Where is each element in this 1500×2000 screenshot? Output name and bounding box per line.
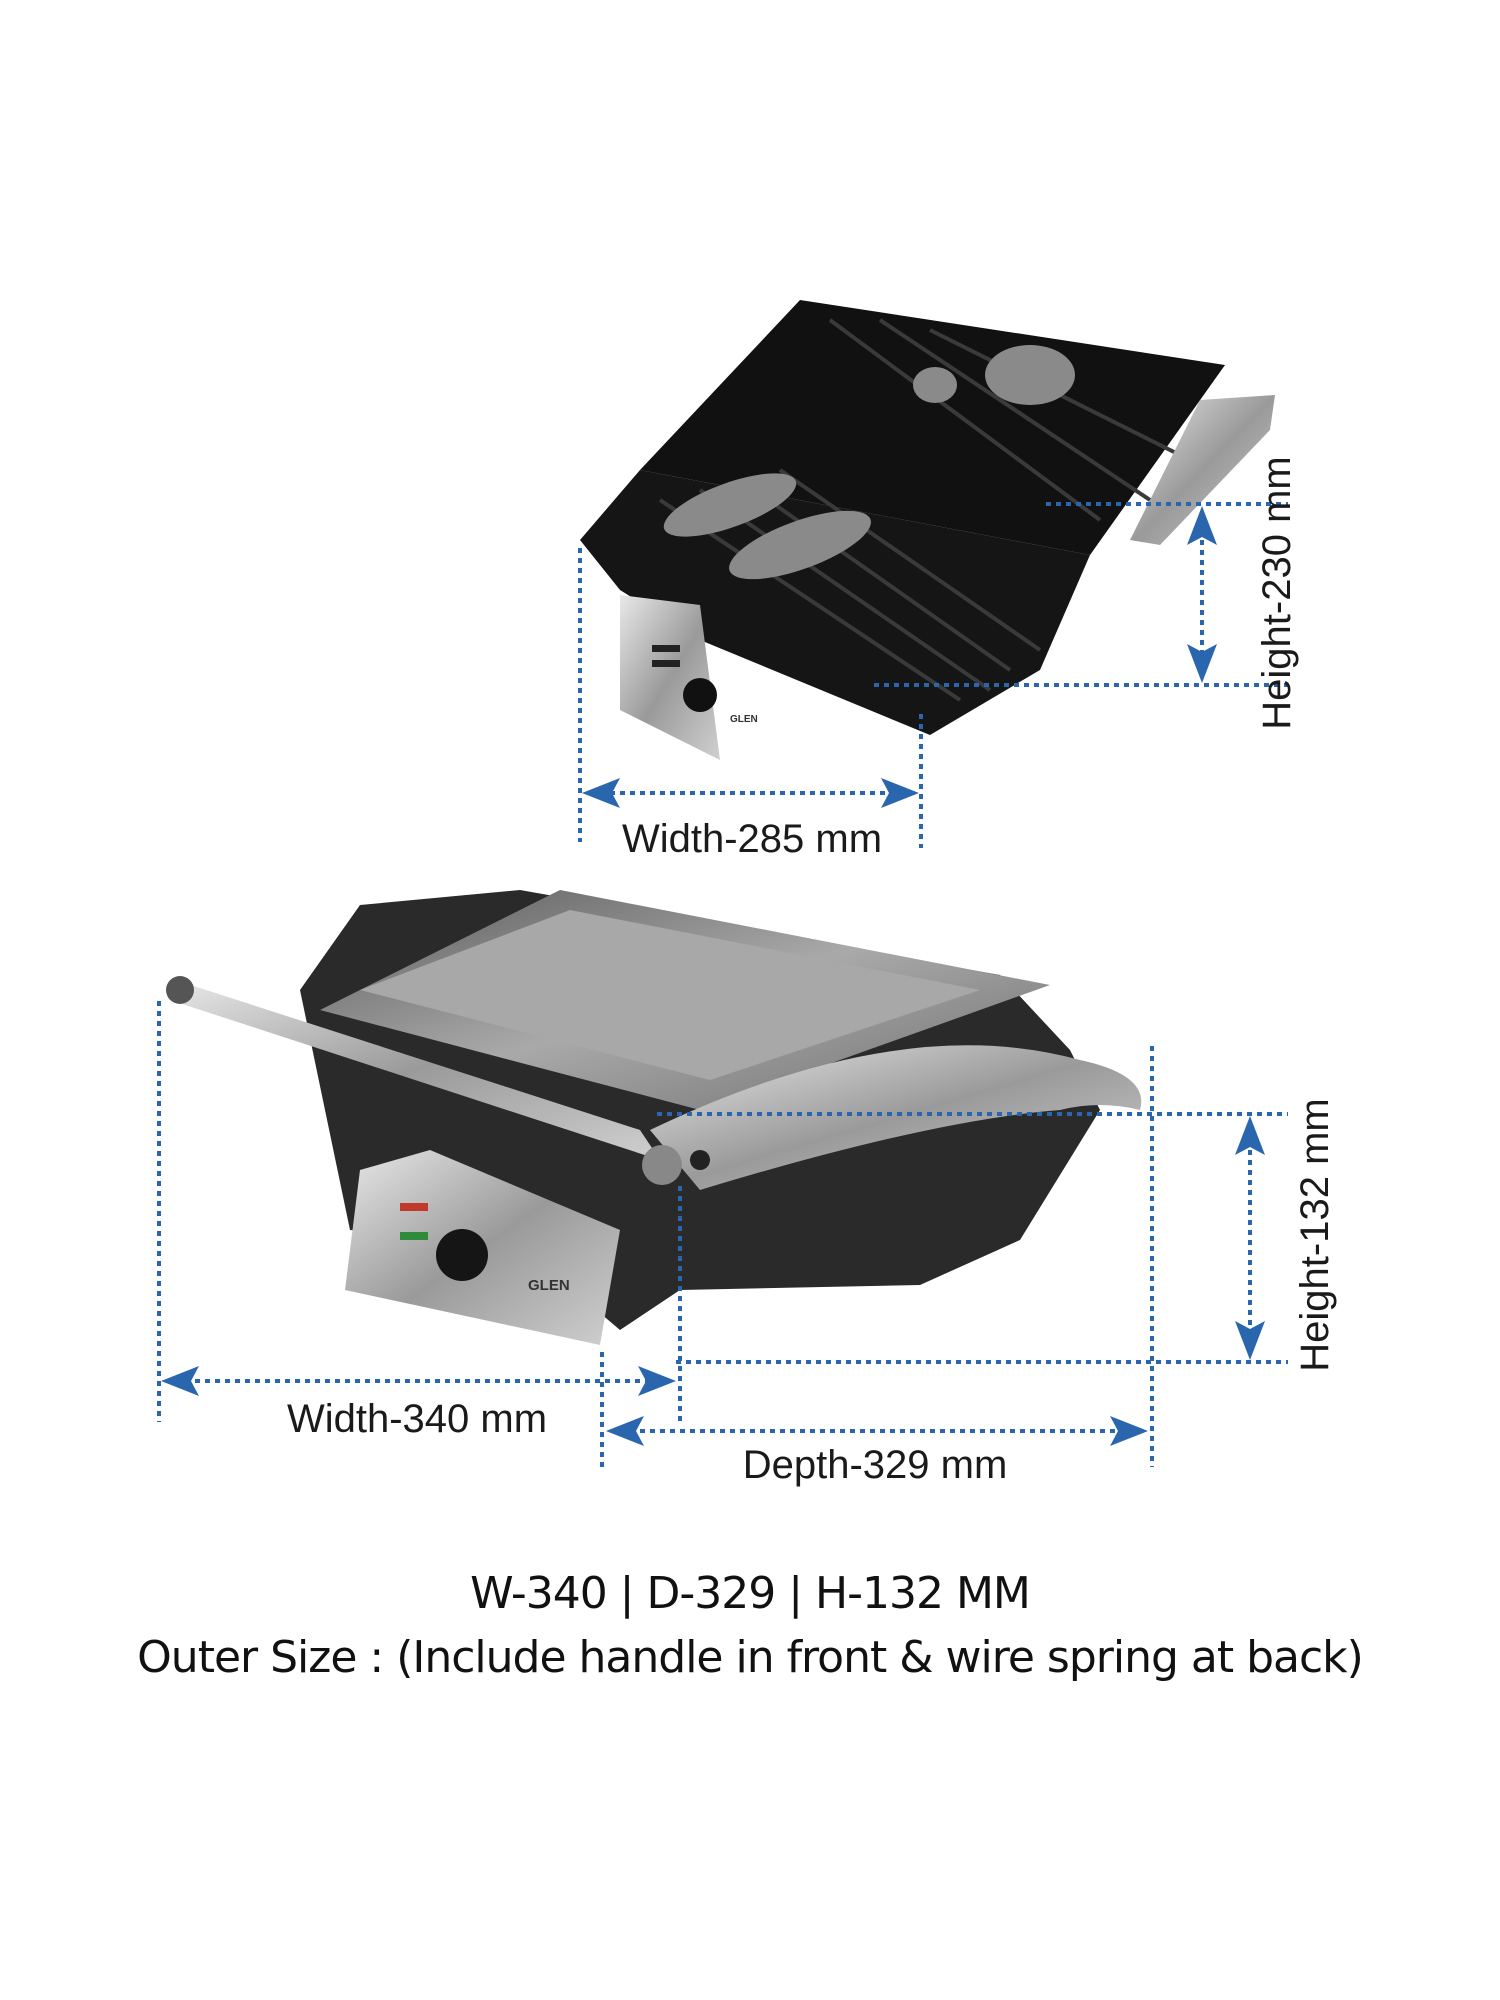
arrow-right-icon [1110,1416,1148,1446]
top-width-dimension: Width-285 mm [578,548,923,861]
width-285-label: Width-285 mm [622,817,882,861]
arrow-down-icon [1187,644,1217,683]
width-340-label: Width-340 mm [287,1397,547,1441]
arrow-down-icon [1235,1321,1265,1360]
height-132-label: Height-132 mm [1293,1098,1337,1371]
arrow-up-icon [1187,506,1217,545]
arrow-left-icon [161,1366,199,1396]
depth-dimension: Depth-329 mm [600,1046,1154,1487]
arrow-right-icon [638,1366,676,1396]
arrow-left-icon [606,1416,644,1446]
depth-329-label: Depth-329 mm [743,1443,1008,1487]
brand-logo: GLEN [730,714,758,725]
dimensions-summary: W-340 | D-329 | H-132 MM [470,1568,1031,1619]
top-height-dimension: Height-230 mm [874,456,1299,730]
outer-size-note: Outer Size : (Include handle in front & … [137,1632,1364,1683]
closed-grill-image: GLEN [166,890,1142,1345]
arrow-left-icon [582,778,620,808]
brand-logo-2: GLEN [528,1277,570,1294]
arrow-up-icon [1235,1116,1265,1155]
open-grill-image: GLEN [580,300,1275,760]
bottom-height-dimension: Height-132 mm [657,1098,1337,1372]
bottom-width-dimension: Width-340 mm [157,1001,676,1441]
height-230-label: Height-230 mm [1255,456,1299,729]
arrow-right-icon [881,778,919,808]
